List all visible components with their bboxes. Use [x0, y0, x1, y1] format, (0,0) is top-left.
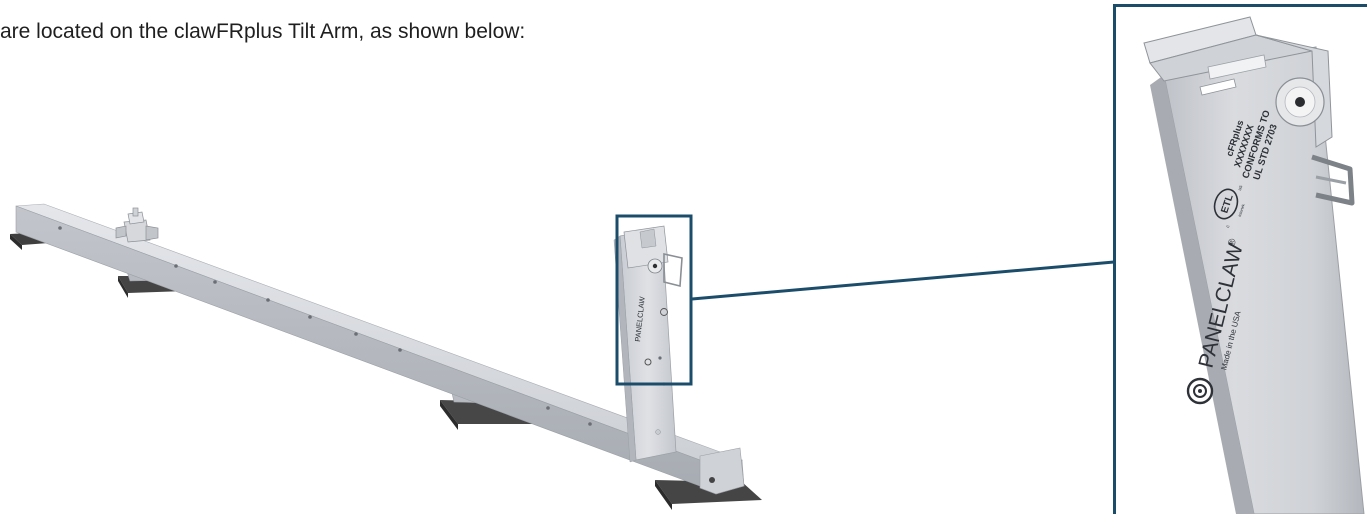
post-logo-icon: [644, 358, 652, 366]
post-cert-icon: [660, 308, 668, 316]
etl-sub: Intertek: [1237, 203, 1246, 217]
callout-highlight-box: [615, 214, 693, 386]
etl-suffix: us: [1237, 184, 1244, 191]
zoom-detail-illustration: cFRplus XXXXXXX CONFORMS TO UL STD 2703 …: [1143, 16, 1365, 514]
panelclaw-logo-icon: [1186, 377, 1214, 405]
rail-clamp: [115, 207, 159, 243]
zoom-detail-panel: cFRplus XXXXXXX CONFORMS TO UL STD 2703 …: [1113, 4, 1367, 514]
etl-prefix: c: [1225, 224, 1232, 229]
etl-oval-icon: [1213, 188, 1239, 220]
registered-mark: ®: [1226, 237, 1239, 247]
caption-text: are located on the clawFRplus Tilt Arm, …: [0, 20, 526, 43]
callout-leader-line: [691, 260, 1115, 301]
horizontal-rail: [15, 203, 745, 495]
hook-icon: [1311, 154, 1355, 206]
